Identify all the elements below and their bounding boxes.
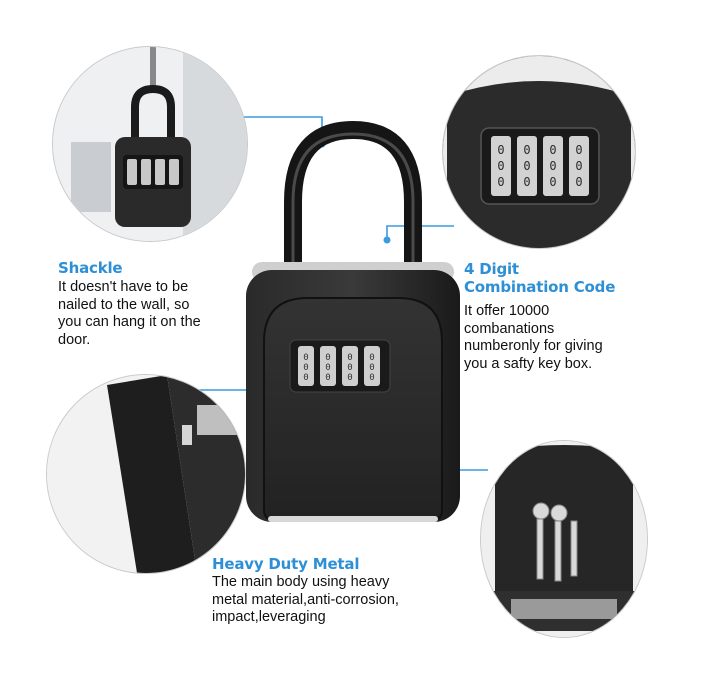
- shackle-description-line: you can hang it on the: [58, 314, 201, 330]
- svg-text:0: 0: [303, 353, 308, 363]
- shackle-description-line: door.: [58, 331, 91, 348]
- svg-text:0: 0: [369, 373, 374, 383]
- svg-text:0: 0: [497, 159, 504, 173]
- svg-text:0: 0: [497, 143, 504, 157]
- svg-text:0: 0: [347, 373, 352, 383]
- combination-dial-closeup: 0 0 0 0 0 0 0 0 0 0 0 0: [442, 55, 636, 249]
- svg-text:0: 0: [303, 363, 308, 373]
- shackle-detail-photo: [52, 46, 248, 242]
- svg-text:0: 0: [523, 159, 530, 173]
- combination-description-line: you a safty key box.: [464, 355, 593, 372]
- svg-text:0: 0: [369, 353, 374, 363]
- svg-text:0: 0: [325, 373, 330, 383]
- shackle-description-line: It doesn't have to be: [58, 279, 189, 295]
- svg-text:0: 0: [575, 159, 582, 173]
- svg-text:0: 0: [325, 353, 330, 363]
- shackle-description: It doesn't have to be nailed to the wall…: [58, 279, 258, 349]
- metal-title: Heavy Duty Metal: [212, 555, 360, 573]
- metal-description-line: metal material,anti-corrosion,: [212, 591, 399, 608]
- open-box-keys-photo: [480, 440, 648, 638]
- svg-text:0: 0: [523, 143, 530, 157]
- svg-text:0: 0: [325, 363, 330, 373]
- svg-text:0: 0: [347, 363, 352, 373]
- svg-text:0: 0: [347, 353, 352, 363]
- combination-title: 4 Digit Combination Code: [464, 260, 615, 296]
- combination-title-line: 4 Digit: [464, 260, 519, 278]
- svg-text:0: 0: [575, 175, 582, 189]
- combination-title-line: Combination Code: [464, 278, 616, 296]
- shackle-description-line: nailed to the wall, so: [58, 296, 190, 313]
- svg-text:0: 0: [575, 143, 582, 157]
- combination-description-line: It offer 10000: [464, 303, 550, 319]
- svg-text:0: 0: [523, 175, 530, 189]
- svg-text:0: 0: [369, 363, 374, 373]
- svg-text:0: 0: [303, 373, 308, 383]
- svg-text:0: 0: [549, 143, 556, 157]
- metal-description-line: The main body using heavy: [212, 574, 390, 590]
- svg-text:0: 0: [497, 175, 504, 189]
- svg-text:0: 0: [549, 175, 556, 189]
- combination-description-line: numberonly for giving: [464, 338, 603, 354]
- combination-description-line: combanations: [464, 320, 555, 337]
- metal-description: The main body using heavy metal material…: [212, 574, 472, 627]
- svg-text:0: 0: [549, 159, 556, 173]
- shackle-title: Shackle: [58, 259, 123, 277]
- combination-description: It offer 10000 combanations numberonly f…: [464, 303, 664, 373]
- metal-description-line: impact,leveraging: [212, 609, 326, 625]
- metal-body-closeup: [46, 374, 246, 574]
